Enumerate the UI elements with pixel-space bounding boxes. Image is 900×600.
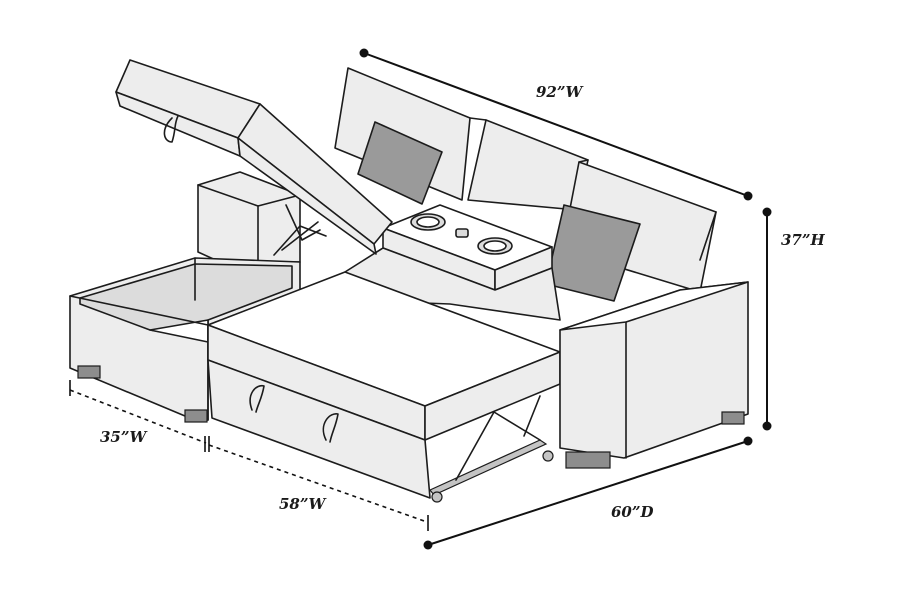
chaise-storage-lid — [115, 59, 393, 256]
pull-out-bed — [207, 271, 561, 503]
label-sofa-width: 58”W — [279, 495, 328, 513]
label-chaise-width: 35”W — [100, 428, 149, 446]
dimension-sofa-width — [208, 444, 429, 531]
dimension-depth — [423, 436, 753, 550]
cupholder-console — [382, 204, 553, 291]
dimension-width-total — [359, 48, 753, 201]
right-armrest — [559, 211, 749, 469]
label-height: 37”H — [781, 231, 826, 249]
label-depth: 60”D — [611, 503, 654, 521]
usb-port-icon — [455, 228, 469, 238]
storage-chaise — [69, 257, 301, 423]
dimension-chaise-width — [69, 380, 210, 452]
dimension-height — [762, 207, 772, 431]
label-width-total: 92”W — [536, 83, 585, 101]
left-throw-pillow — [357, 121, 443, 205]
sectional-sofa — [69, 59, 749, 503]
